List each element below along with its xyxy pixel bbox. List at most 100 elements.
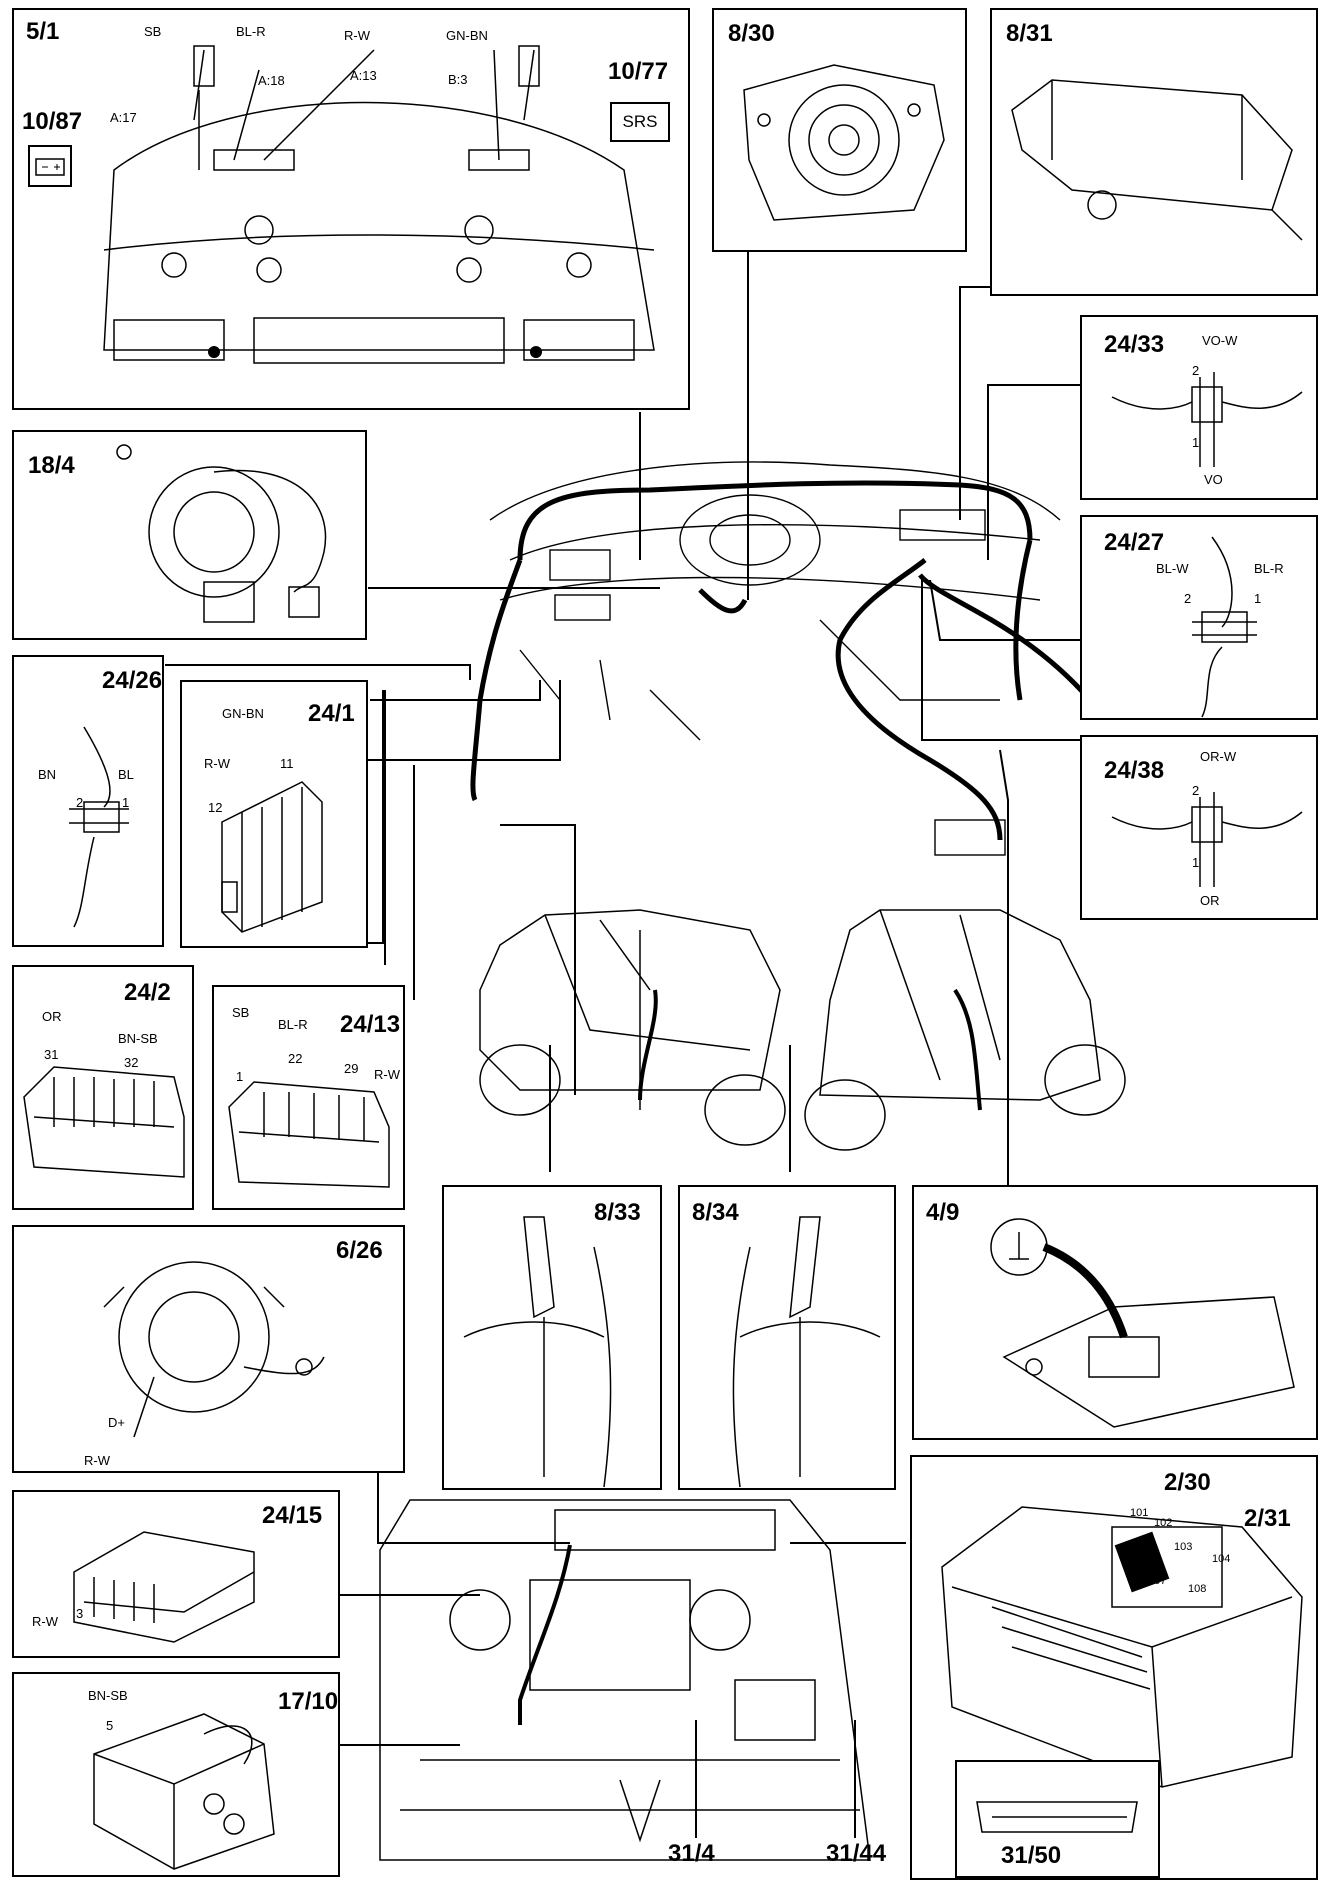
panel-18-4: 18/4	[12, 430, 367, 640]
label-gn-bn: GN-BN	[222, 706, 264, 721]
callout-31-44: 31/44	[826, 1840, 887, 1867]
label-r-w: R-W	[204, 756, 230, 771]
pin-5: 5	[106, 1718, 114, 1733]
car-right-harness	[953, 988, 982, 1111]
panel-id: 2/30	[1164, 1469, 1211, 1496]
connector-drawing	[73, 1531, 255, 1643]
panel-17-10: 17/10 BN-SB 5	[12, 1672, 340, 1877]
panel-24-38: 24/38 OR-W 2 1 OR	[1080, 735, 1318, 920]
fuse-103: 103	[1174, 1541, 1193, 1553]
alternator-drawing	[103, 1261, 325, 1438]
panel-24-2: 24/2 OR BN-SB 31 32	[12, 965, 194, 1210]
panel-31-50: 31/50	[955, 1760, 1160, 1878]
pin-32: 32	[124, 1055, 139, 1070]
label-bottom: VO	[1204, 472, 1223, 487]
car-right-sketch	[804, 909, 1126, 1151]
label-bl-r: BL-R	[278, 1017, 308, 1032]
label-top: OR-W	[1200, 749, 1237, 764]
panel-8-34: 8/34	[678, 1185, 896, 1490]
label-left: BN	[38, 767, 57, 782]
clock-spring-drawing	[116, 444, 327, 623]
car-left-harness	[638, 989, 658, 1101]
label-r-w: R-W	[374, 1067, 400, 1082]
label-a17: A:17	[110, 110, 137, 125]
pin-2: 2	[76, 795, 84, 810]
battery-icon	[28, 145, 72, 187]
panel-24-26: 24/26 BN BL 2 1	[12, 655, 164, 947]
panel-id-2: 2/31	[1244, 1505, 1291, 1532]
label-d-plus: D+	[108, 1415, 125, 1430]
panel-id: 18/4	[28, 452, 75, 479]
connector-drawing	[976, 1801, 1138, 1833]
fuse-104: 104	[1212, 1553, 1231, 1565]
panel-id: 17/10	[278, 1688, 339, 1715]
connector-drawing	[1111, 372, 1303, 467]
label-b3: B:3	[448, 72, 468, 87]
panel-id: 24/15	[262, 1502, 323, 1529]
pin-31: 31	[44, 1047, 59, 1062]
pin-2: 2	[1192, 783, 1200, 798]
pin-12: 12	[208, 800, 223, 815]
panel-id: 24/26	[102, 667, 163, 694]
panel-id: 8/31	[1006, 20, 1053, 47]
pin-29: 29	[344, 1061, 359, 1076]
pin-2: 2	[1184, 591, 1192, 606]
panel-8-31: 8/31	[990, 8, 1318, 296]
pin-1: 1	[236, 1069, 244, 1084]
label-bottom: OR	[1200, 893, 1220, 908]
fuse-108: 108	[1188, 1583, 1207, 1595]
label-r-w: R-W	[84, 1453, 110, 1468]
panel-24-27: 24/27 BL-W BL-R 2 1	[1080, 515, 1318, 720]
dashboard-sketch	[489, 461, 1061, 856]
pin-1: 1	[1192, 855, 1200, 870]
car-left-sketch	[479, 909, 786, 1146]
panel-id: 5/1	[26, 18, 60, 45]
steering-airbag-drawing	[743, 64, 945, 221]
panel-id: 8/30	[728, 20, 775, 47]
connector-drawing	[23, 1066, 185, 1178]
label-top: VO-W	[1202, 333, 1238, 348]
pin-2: 2	[1192, 363, 1200, 378]
panel-8-30: 8/30	[712, 8, 967, 252]
panel-24-15: 24/15 R-W 3	[12, 1490, 340, 1658]
label-right: BL	[118, 767, 134, 782]
pin-1: 1	[1192, 435, 1200, 450]
label-or: OR	[42, 1009, 62, 1024]
label-bl-r: BL-R	[236, 24, 266, 39]
fuse-101: 101	[1130, 1507, 1149, 1519]
panel-id: 24/27	[1104, 529, 1165, 556]
label-a18: A:18	[258, 73, 285, 88]
pin-1: 1	[122, 795, 130, 810]
label-r-w: R-W	[344, 28, 370, 43]
dashboard-harness	[470, 480, 1092, 841]
panel-10-77-id: 10/77	[608, 58, 669, 85]
panel-id: 6/26	[336, 1237, 383, 1264]
panel-5-1: 5/1 SB BL-R R-W GN-BN A:17 A:18 A:13 B:3	[12, 8, 690, 410]
label-a13: A:13	[350, 68, 377, 83]
pin-3: 3	[76, 1606, 84, 1621]
label-right: BL-R	[1254, 561, 1284, 576]
instrument-cluster-drawing	[103, 45, 655, 364]
connector-drawing	[69, 726, 129, 928]
callout-31-4: 31/4	[668, 1840, 715, 1867]
srs-warning-symbol: SRS	[610, 102, 670, 142]
ground-point-drawing	[990, 1218, 1295, 1428]
panel-id: 8/33	[594, 1199, 641, 1226]
label-r-w: R-W	[32, 1614, 58, 1629]
pin-1: 1	[1254, 591, 1262, 606]
panel-id: 4/9	[926, 1199, 960, 1226]
panel-10-87-id: 10/87	[22, 108, 83, 135]
label-bn-sb: BN-SB	[88, 1688, 128, 1703]
passenger-airbag-drawing	[1011, 79, 1303, 241]
panel-id: 31/50	[1001, 1842, 1062, 1869]
pin-11: 11	[280, 756, 294, 771]
side-airbag-right-drawing	[732, 1216, 881, 1488]
abs-module-drawing	[93, 1713, 275, 1870]
label-sb: SB	[232, 1005, 250, 1020]
panel-24-1: 24/1 GN-BN R-W 11 12	[180, 680, 368, 948]
label-sb: SB	[144, 24, 162, 39]
panel-24-33: 24/33 VO-W 2 1 VO	[1080, 315, 1318, 500]
panel-id: 8/34	[692, 1199, 739, 1226]
panel-id: 24/33	[1104, 331, 1165, 358]
